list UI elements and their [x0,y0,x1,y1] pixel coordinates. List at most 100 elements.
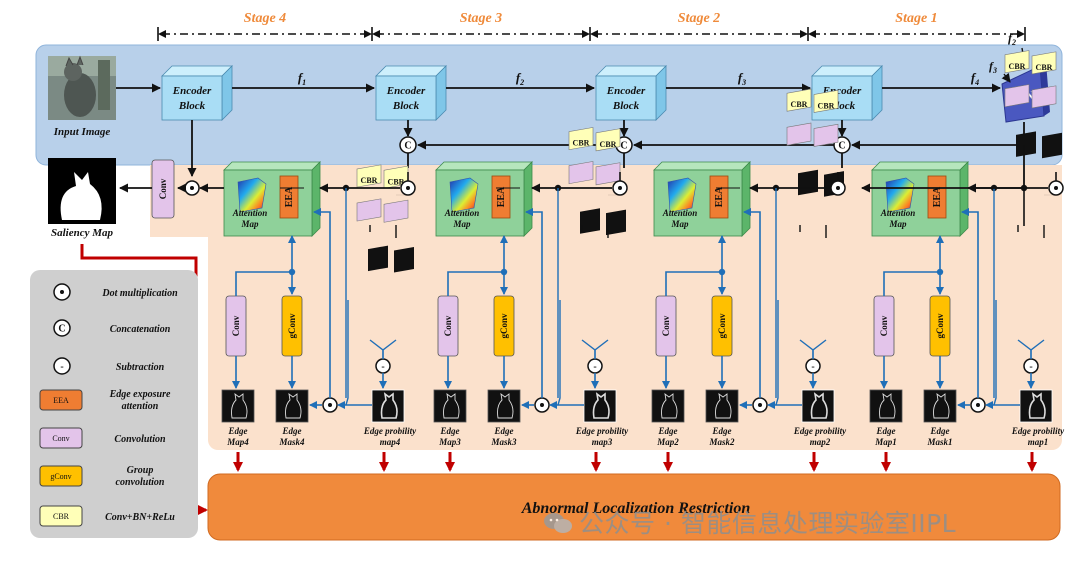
dot-op-center [328,403,332,407]
cube-front [595,75,657,121]
edge-map-label-line2: Map4 [226,437,249,447]
conv-label: Conv [879,315,889,336]
attention-label-line2: Map [888,219,907,229]
subtract-op-char: - [593,362,596,373]
subtract-op-char: - [811,362,814,373]
feature-subscript: 3 [741,78,746,87]
mask-thumb [798,169,818,196]
edge-mask-label-line2: Mask4 [278,437,305,447]
attention-label-line1: Attention [444,208,480,218]
edge-prob-label-line2: map3 [592,437,613,447]
legend-text: Conv+BN+ReLu [105,512,175,523]
attention-label-line2: Map [240,219,259,229]
attention-side [959,161,969,237]
stage-arrowhead [364,30,372,38]
alr-label: Abnormal Localization Restriction [521,500,751,517]
fpn-feature-label: f3 [989,59,997,75]
stage-label-3: Stage 3 [460,11,502,26]
attention-label-line1: Attention [662,208,698,218]
legend-box-cbr [39,505,83,527]
cbr-box [356,164,382,188]
legend-text: Dot multiplication [101,288,178,299]
cbr-box [1004,50,1030,74]
conv-label: Conv [231,315,241,336]
legend-item-3: -Subtraction [53,357,165,375]
edge-map-label-line1: Edge [228,426,248,436]
stage-arrowhead [372,30,380,38]
edge-map-label-line1: Edge [876,426,896,436]
eea-label: EEA [932,186,943,207]
edge-mask-label-line1: Edge [712,426,732,436]
concat-op-1-char: C [404,141,411,152]
conv-small-box [813,123,839,147]
legend-box-conv [39,427,83,449]
stage-arrowhead [158,30,166,38]
edge-mask-image [923,389,957,423]
edge-mask-label-line2: Mask2 [708,437,735,447]
encoder-block-1 [161,65,233,121]
conv-small-box [568,161,594,185]
edge-cat-outline [1028,392,1046,419]
stage-arrowhead [1017,30,1025,38]
edge-prob-image [583,389,617,423]
legend-concat-icon-char: C [58,324,65,335]
cube-top [595,65,667,77]
sub-input-line [812,339,827,359]
cube-top [375,65,447,77]
fpn-input-arrow [1001,72,1011,83]
cube-side [435,65,447,121]
mask-thumb [606,209,626,236]
cbr-box [786,88,812,112]
edge-mask-image [705,389,739,423]
attention-label-line1: Attention [232,208,268,218]
input-cat-head [64,63,82,81]
attention-block [871,169,961,237]
diagram-content: Input ImageEncoderBlockEncoderBlockEncod… [48,31,1065,541]
watermark: 公众号 · 智能信息处理实验室IIPL [543,504,956,540]
dot-op-center [190,186,194,190]
encoder-block-2 [375,65,447,121]
edge-cat-outline [715,392,732,419]
legend-box-eea [39,389,83,411]
stage-arrowhead [582,30,590,38]
edge-map-label-line2: Map2 [656,437,679,447]
mask-thumb [1042,132,1062,159]
legend-text-line1: Edge exposure [109,389,171,400]
attention-heatmap [667,177,697,213]
mask-thumb [580,208,600,234]
cbr-box [595,128,621,152]
edge-map-label-line2: Map1 [874,437,897,447]
edge-prob-label-line2: map1 [1028,437,1049,447]
saliency-to-alr-arrow [80,244,208,515]
legend-concat-icon [53,319,71,337]
cbr-label: CBR [818,101,835,110]
feature-subscript: 1 [302,78,306,87]
edge-mask-image [275,389,309,423]
edge-map-label-line2: Map3 [438,437,461,447]
input-cat-body [64,73,96,117]
watermark-text: 公众号 · 智能信息处理实验室IIPL [579,509,957,538]
alr-box [207,473,1061,541]
edge-mask-label-line2: Mask1 [926,437,952,447]
encoder-label-line1: Encoder [386,85,426,97]
fpn-feature-subscript: 2 [1011,38,1016,47]
attention-label-line1: Attention [880,208,916,218]
fpn-feature-label: f2 [1008,31,1016,47]
final-conv-box [151,159,175,219]
encoder-label-line1: Encoder [172,85,212,97]
input-branch [98,60,110,110]
legend-box-label: EEA [53,396,69,405]
input-image [48,55,116,120]
attention-block [223,169,313,237]
conv-small-box [1031,85,1057,109]
sub-input-line [594,339,609,359]
subtract-op-char: - [381,362,384,373]
stage-label-4: Stage 4 [244,11,286,26]
legend-text: Convolution [114,434,166,445]
cube-side [221,65,233,121]
legend-item-1: Dot multiplication [53,283,178,301]
attention-heatmap [449,177,479,213]
edge-cat-outline [380,392,398,419]
